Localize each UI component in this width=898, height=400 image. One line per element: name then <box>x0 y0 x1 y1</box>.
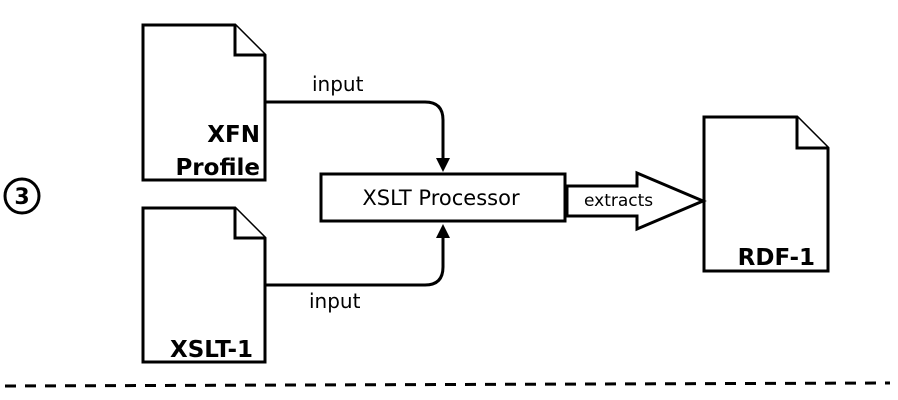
page-fold-icon <box>795 117 828 150</box>
document-label: RDF-1 <box>738 245 815 271</box>
connector-line <box>265 100 445 160</box>
arrowhead-up-icon <box>436 224 450 238</box>
document-icon <box>141 23 267 182</box>
dashed-separator <box>4 381 891 388</box>
document-xfn-profile[interactable]: XFN Profile <box>141 23 267 182</box>
step-badge: 3 <box>3 177 41 215</box>
connector-line <box>265 236 445 287</box>
document-label: XSLT-1 <box>170 337 253 363</box>
page-fold-icon <box>233 25 265 57</box>
document-label-line1: XFN <box>207 122 260 148</box>
block-arrow-right-icon <box>565 170 707 232</box>
edge-label: extracts <box>584 191 653 211</box>
edge-label: input <box>312 72 364 96</box>
page-fold-icon <box>233 208 265 240</box>
document-icon <box>702 115 830 273</box>
arrowhead-down-icon <box>436 158 450 172</box>
edge-bottom-input: input <box>265 224 450 313</box>
xslt-processor-box[interactable]: XSLT Processor <box>319 172 567 223</box>
processor-rect <box>319 172 567 223</box>
document-rdf-1[interactable]: RDF-1 <box>702 115 830 273</box>
edge-label: input <box>309 289 361 313</box>
document-label-line2: Profile <box>175 155 260 181</box>
processor-label: XSLT Processor <box>362 186 520 210</box>
document-xslt-1[interactable]: XSLT-1 <box>141 206 267 364</box>
edge-top-input: input <box>265 72 450 172</box>
step-circle <box>3 177 41 215</box>
document-icon <box>141 206 267 364</box>
step-number: 3 <box>14 185 29 210</box>
edge-extracts: extracts <box>565 170 707 232</box>
